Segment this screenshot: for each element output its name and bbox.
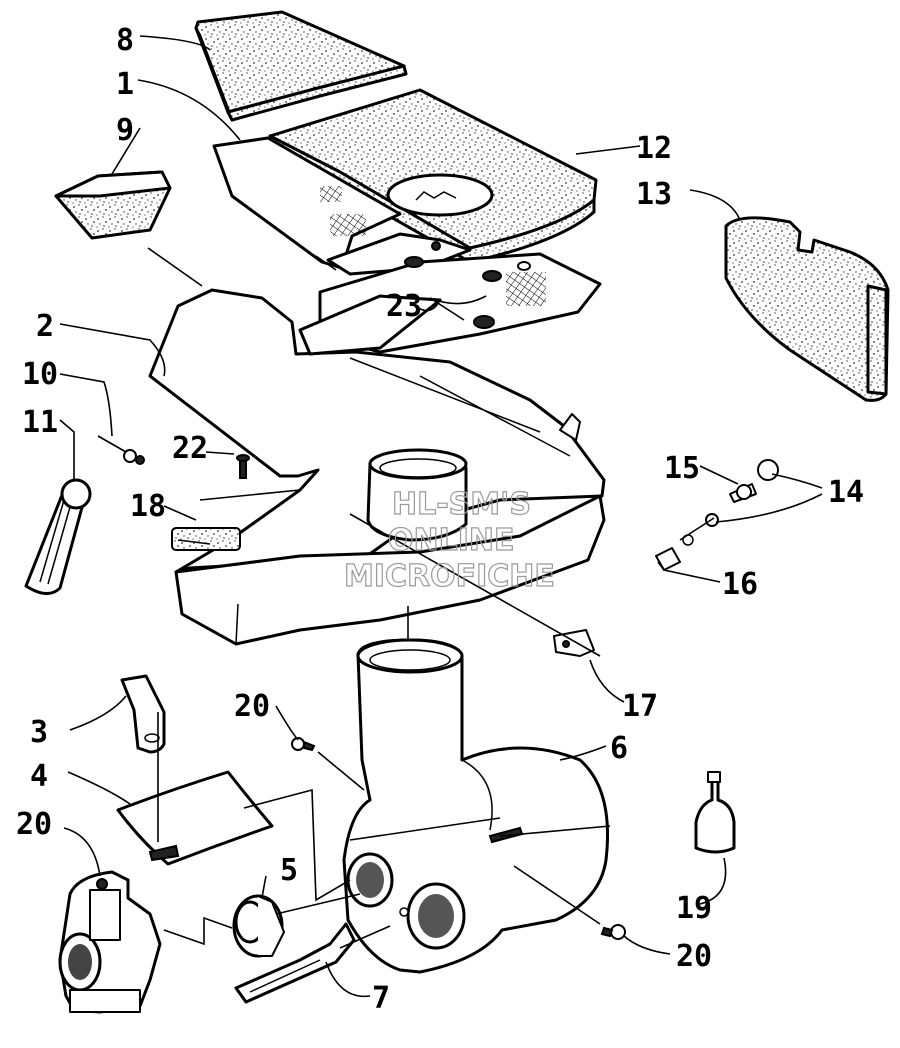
part-11-vent-grille: [24, 478, 92, 595]
part-20-screws: [291, 737, 626, 940]
airbox-base-tray: [174, 494, 606, 646]
part-16-spacer: [655, 534, 694, 571]
callout-16: 16: [722, 567, 758, 602]
part-22-screw: [236, 454, 250, 479]
callout-11: 11: [22, 405, 58, 440]
part-2-airbox-body: [148, 288, 606, 574]
callout-15: 15: [664, 451, 700, 486]
watermark-line-1: HL-SM'S: [392, 487, 531, 522]
callout-13: 13: [636, 177, 672, 212]
callout-6: 6: [610, 731, 628, 766]
callout-1: 1: [116, 67, 134, 102]
callout-12: 12: [636, 131, 672, 166]
part-1-filter-screen: [212, 136, 472, 276]
part-21-carburetor: [58, 870, 162, 1014]
part-4-heat-shield: [116, 770, 274, 866]
callout-20-bottom: 20: [676, 939, 712, 974]
part-19-bottle: [694, 771, 736, 854]
callout-7: 7: [372, 981, 390, 1016]
callout-21: 20: [16, 807, 52, 842]
part-18-foam-strip: [171, 527, 241, 551]
callout-18: 18: [130, 489, 166, 524]
part-10-rivet: [97, 435, 145, 465]
part-9-foam-block: [54, 170, 172, 240]
watermark: HL-SM'S ONLINE MICROFICHE: [343, 486, 555, 594]
watermark-line-3: MICROFICHE: [344, 559, 555, 594]
callout-2: 2: [36, 309, 54, 344]
callout-20-top: 20: [234, 689, 270, 724]
callout-19: 19: [676, 891, 712, 926]
part-8-foam-pad: [194, 10, 408, 122]
part-6-intake-housing: [342, 638, 610, 974]
callout-10: 10: [22, 357, 58, 392]
callout-labels: 8 1 9 12 13 2 23 10 11 22 18 15 14 16 20…: [16, 23, 864, 1016]
part-5-clamp-ring: [232, 894, 285, 958]
callout-9: 9: [116, 113, 134, 148]
callout-17: 17: [622, 689, 658, 724]
part-14-15-bolt-washers: [705, 459, 779, 527]
part-17-clip: [553, 629, 595, 657]
callout-14: 14: [828, 475, 864, 510]
callout-4: 4: [30, 759, 48, 794]
part-13-foam-seal: [724, 216, 890, 402]
callout-5: 5: [280, 853, 298, 888]
watermark-line-2: ONLINE: [388, 523, 515, 558]
callout-23: 23: [386, 289, 422, 324]
leader-lines: [59, 35, 823, 998]
callout-3: 3: [30, 715, 48, 750]
callout-8: 8: [116, 23, 134, 58]
part-7-strap: [234, 922, 356, 1004]
callout-22: 22: [172, 431, 208, 466]
